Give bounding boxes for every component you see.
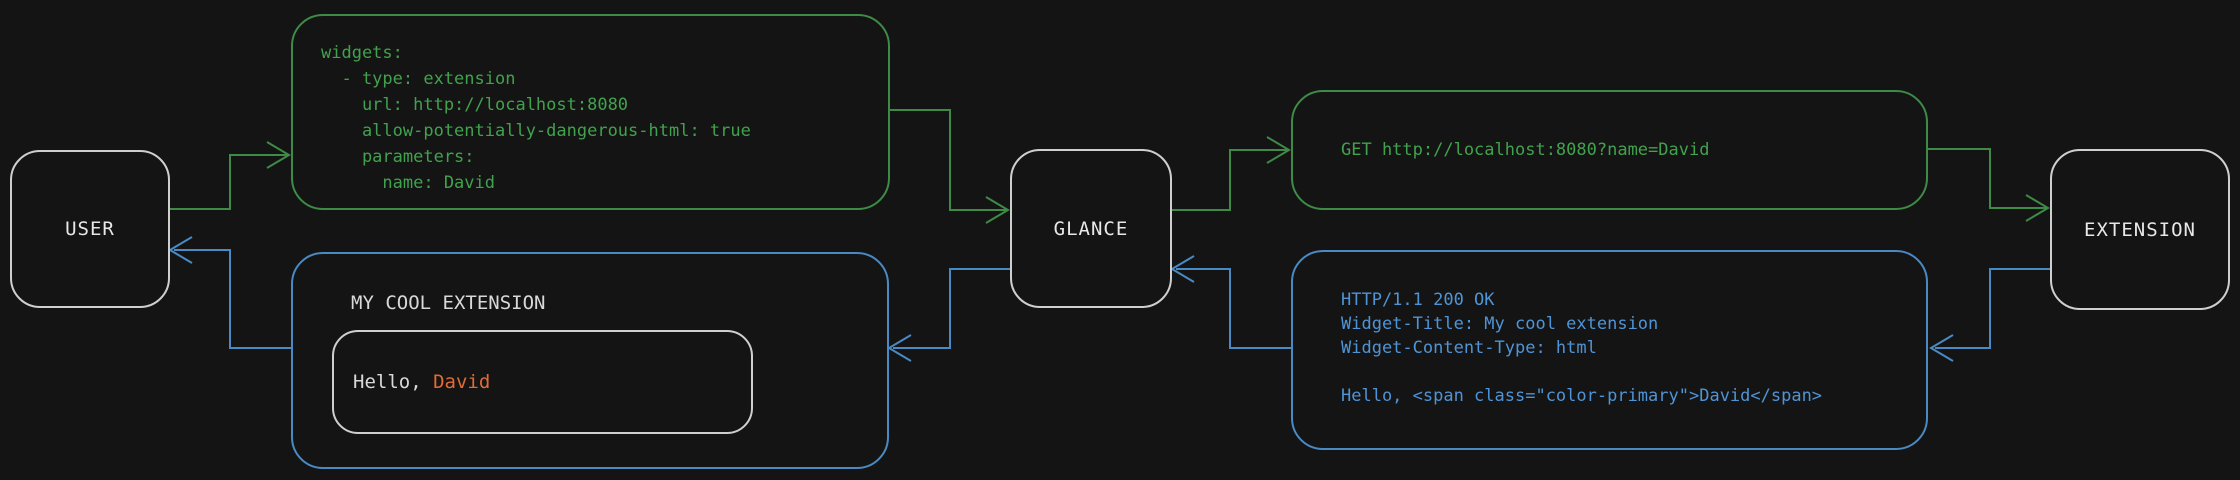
http-response-line: Hello, <span class="color-primary">David… <box>1341 386 1823 406</box>
yaml-config-line: url: http://localhost:8080 <box>321 95 629 115</box>
http-response-line: Widget-Content-Type: html <box>1341 338 1597 358</box>
http-response-line: HTTP/1.1 200 OK <box>1341 290 1495 310</box>
http-request-line: GET http://localhost:8080?name=David <box>1341 140 1710 160</box>
yaml-config-box: widgets: - type: extension url: http://l… <box>291 14 890 210</box>
yaml-config-line: parameters: <box>321 147 475 167</box>
node-extension: EXTENSION <box>2050 149 2230 310</box>
arrow-user-to-config <box>170 141 291 210</box>
http-response-line: Widget-Title: My cool extension <box>1341 314 1659 334</box>
arrow-request-to-extension <box>1928 148 2050 222</box>
yaml-config-line: widgets: <box>321 43 403 63</box>
arrow-glance-to-request <box>1172 136 1291 211</box>
arrow-extension-to-response <box>1929 268 2050 362</box>
http-response-box: HTTP/1.1 200 OK Widget-Title: My cool ex… <box>1291 250 1928 450</box>
node-user: USER <box>10 150 170 308</box>
yaml-config-line: allow-potentially-dangerous-html: true <box>321 121 751 141</box>
widget-title: MY COOL EXTENSION <box>351 292 546 314</box>
widget-content-frame: Hello, David <box>332 330 753 434</box>
greeting-text: Hello, David <box>353 371 490 393</box>
node-extension-label: EXTENSION <box>2084 218 2196 241</box>
yaml-config-line: - type: extension <box>321 69 516 89</box>
arrow-widget-to-user <box>168 236 291 349</box>
node-user-label: USER <box>65 218 115 240</box>
widget-preview-box: MY COOL EXTENSION Hello, David <box>291 252 889 469</box>
greeting-prefix: Hello, <box>353 371 434 393</box>
node-glance: GLANCE <box>1010 149 1172 308</box>
greeting-name: David <box>433 371 491 393</box>
http-request-box: GET http://localhost:8080?name=David <box>1291 90 1928 210</box>
node-glance-label: GLANCE <box>1053 217 1129 240</box>
arrow-config-to-glance <box>890 109 1010 224</box>
yaml-config-line: name: David <box>321 173 495 193</box>
http-response-line <box>1341 360 1916 384</box>
arrow-response-to-glance <box>1170 255 1291 349</box>
arrow-glance-to-widget <box>887 268 1010 362</box>
